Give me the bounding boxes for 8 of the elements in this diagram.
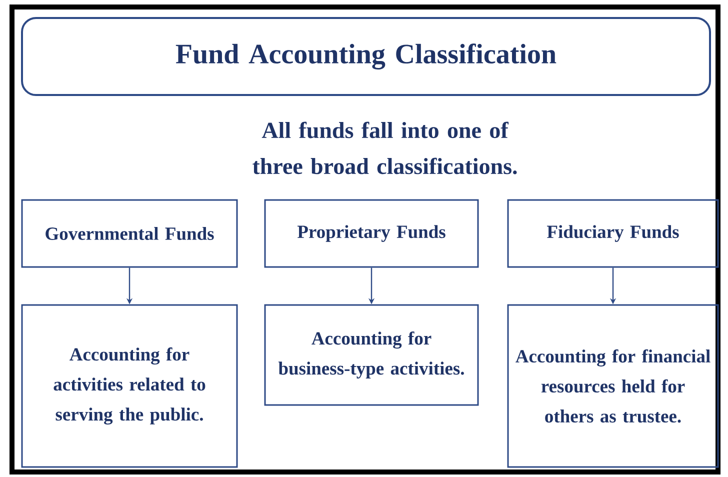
title-box: Fund Accounting Classification bbox=[21, 17, 711, 96]
process-box: Governmental Funds bbox=[21, 199, 238, 268]
process-box: Accounting for financial resources held for others as trustee. bbox=[507, 304, 719, 468]
process-box: Proprietary Funds bbox=[264, 199, 479, 268]
subtitle: All funds fall into one of three broad classifications. bbox=[252, 122, 517, 174]
process-box: Accounting for activities related to serving the public. bbox=[21, 304, 238, 468]
process-box: Fiduciary Funds bbox=[507, 199, 719, 268]
process-box: Accounting for business-type activities. bbox=[264, 304, 479, 406]
